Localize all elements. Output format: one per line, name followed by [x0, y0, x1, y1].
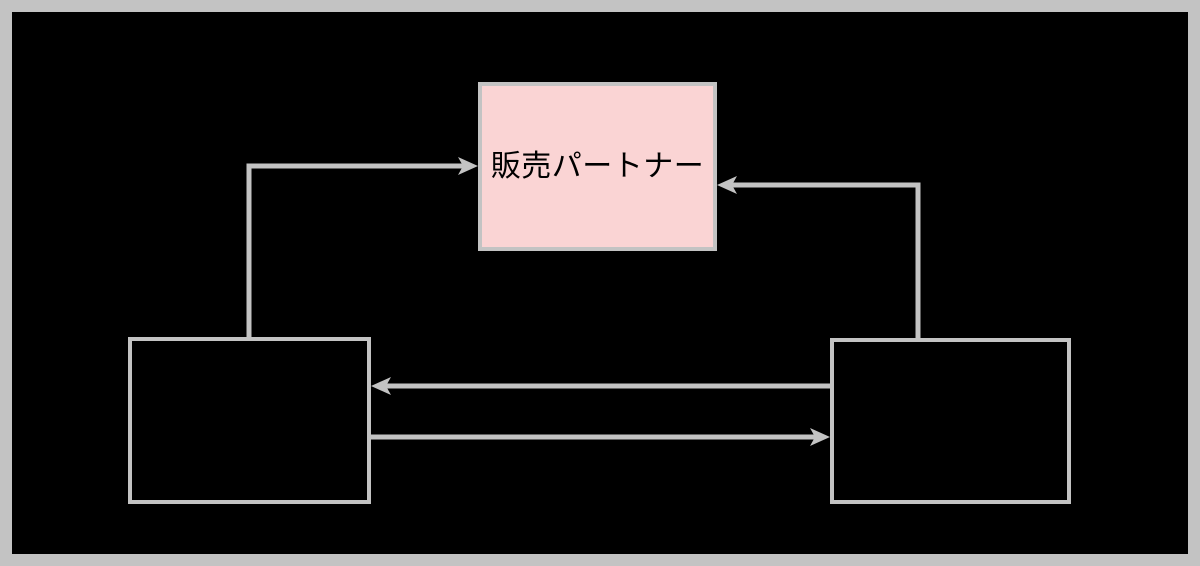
arrowhead-left-icon — [717, 176, 737, 194]
connector-left-to-partner-line — [246, 163, 466, 337]
node-right-empty[interactable] — [830, 338, 1071, 504]
node-sales-partner-label: 販売パートナー — [490, 149, 705, 183]
arrowhead-right-icon — [810, 428, 830, 446]
node-left-empty[interactable] — [128, 337, 371, 504]
connector-right-to-left — [371, 377, 830, 395]
connector-right-to-partner — [717, 176, 921, 338]
connector-right-to-partner-line — [729, 182, 921, 338]
arrowhead-right-icon — [458, 157, 478, 175]
connector-left-to-right — [371, 428, 830, 446]
node-sales-partner[interactable]: 販売パートナー — [478, 82, 717, 251]
connector-left-to-partner — [246, 157, 478, 337]
arrowhead-left-icon — [371, 377, 391, 395]
